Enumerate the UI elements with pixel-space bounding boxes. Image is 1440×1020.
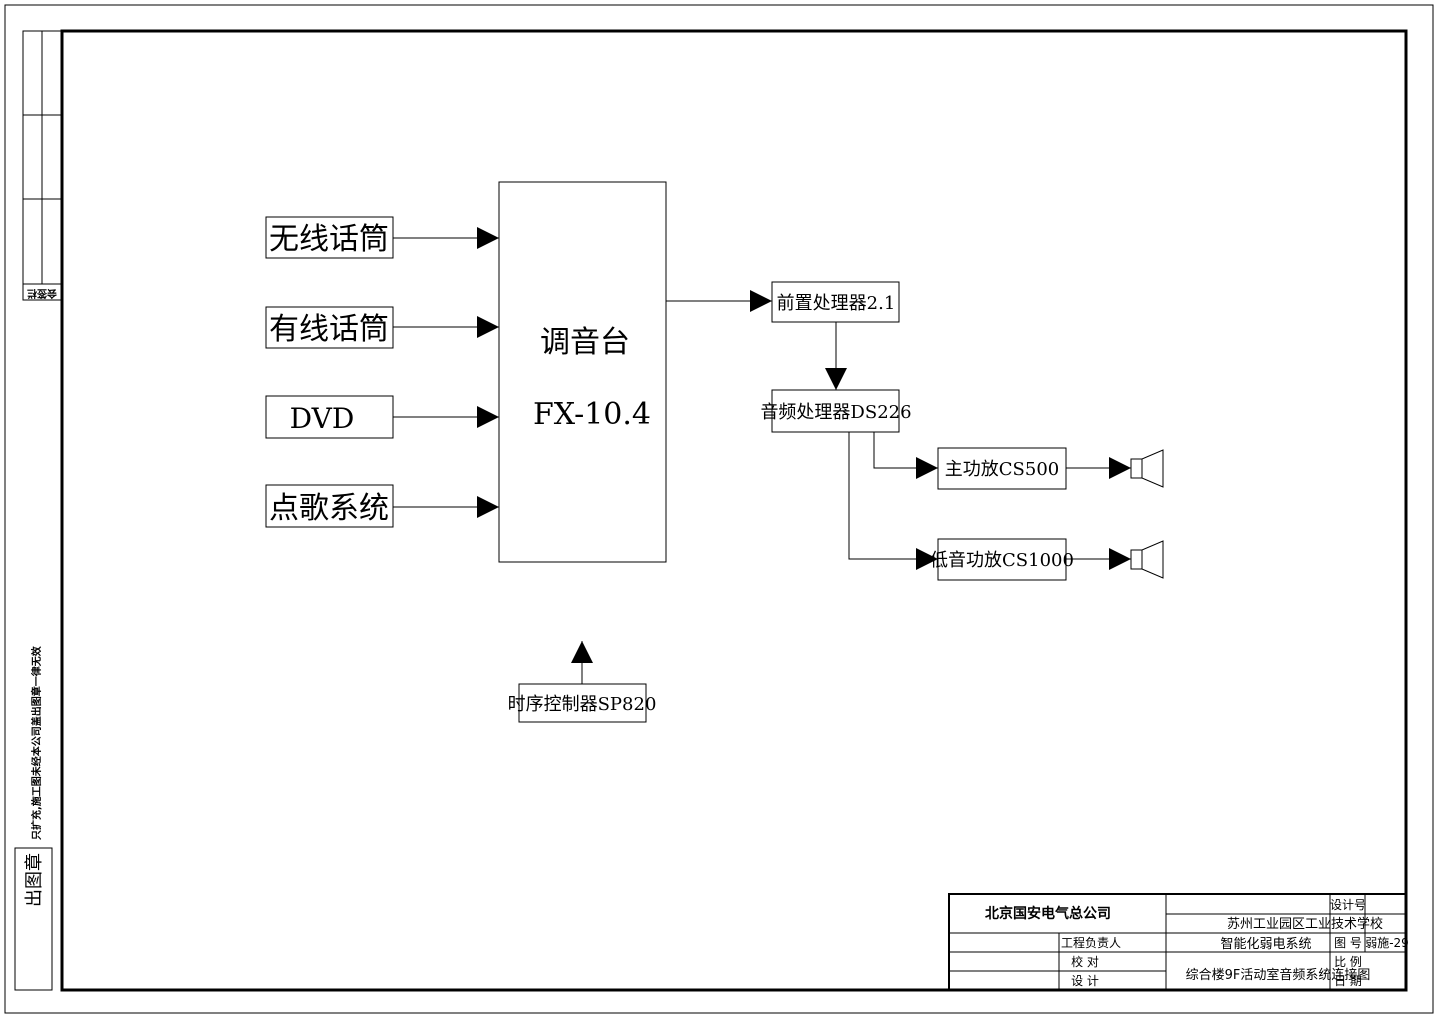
title-drawing-title: 综合楼9F活动室音频系统连接图 [1186, 967, 1371, 983]
input-wired-mic: 有线话筒 [265, 306, 394, 349]
sequencer-label: 时序控制器SP820 [508, 694, 657, 715]
sequencer-box: 时序控制器SP820 [508, 683, 657, 723]
mixer-box: 调音台 FX-10.4 [498, 181, 667, 563]
mixer-model: FX-10.4 [533, 397, 651, 432]
sheet-outer-border [4, 4, 1434, 1014]
audio-processor-box: 音频处理器DS226 [760, 389, 912, 433]
input-wireless-mic-label: 无线话筒 [269, 222, 389, 257]
input-karaoke-label: 点歌系统 [269, 491, 389, 526]
signature-strip: 会签栏 [22, 30, 62, 301]
title-design-no-label: 设计号 [1330, 898, 1366, 912]
input-dvd-label: DVD [290, 402, 355, 435]
preprocessor-label: 前置处理器2.1 [777, 293, 896, 314]
title-system: 智能化弱电系统 [1220, 937, 1311, 952]
audio-processor-label: 音频处理器DS226 [760, 402, 911, 423]
mixer-name: 调音台 [540, 325, 630, 360]
stamp-label: 出图章 [24, 853, 45, 907]
sign-strip-label: 会签栏 [27, 287, 57, 300]
arrow-processor-to-main-amp [873, 432, 938, 479]
title-checker: 校 对 [1071, 954, 1099, 969]
drawing-frame [60, 29, 1408, 992]
bass-amp-box: 低音功放CS1000 [930, 538, 1074, 581]
title-project-lead: 工程负责人 [1061, 935, 1121, 950]
title-scale-label: 比 例 [1334, 955, 1362, 969]
stamp-box: 出图章 [14, 847, 53, 991]
bass-speaker-icon [1130, 540, 1164, 579]
title-drawing-no-label: 图 号 [1334, 936, 1362, 950]
input-karaoke: 点歌系统 [265, 484, 394, 528]
title-project: 苏州工业园区工业技术学校 [1227, 916, 1383, 932]
input-wireless-mic: 无线话筒 [265, 216, 394, 259]
input-wired-mic-label: 有线话筒 [269, 312, 389, 347]
title-block: 北京国安电气总公司 苏州工业园区工业技术学校 智能化弱电系统 综合楼9F活动室音… [948, 893, 1409, 991]
main-amp-box: 主功放CS500 [937, 447, 1067, 490]
title-company: 北京国安电气总公司 [985, 905, 1111, 922]
main-amp-label: 主功放CS500 [945, 459, 1059, 480]
title-designer: 设 计 [1071, 974, 1099, 988]
title-drawing-no: 弱施-29 [1365, 936, 1409, 950]
preprocessor-box: 前置处理器2.1 [771, 281, 900, 323]
side-note: 只扩充,施工图未经本公司盖出图章一律无效 [30, 645, 43, 840]
arrow-processor-to-bass-amp [848, 432, 938, 570]
bass-amp-label: 低音功放CS1000 [930, 550, 1074, 571]
main-speaker-icon [1130, 449, 1164, 488]
title-date-label: 日 期 [1334, 974, 1362, 988]
input-dvd: DVD [265, 395, 394, 439]
